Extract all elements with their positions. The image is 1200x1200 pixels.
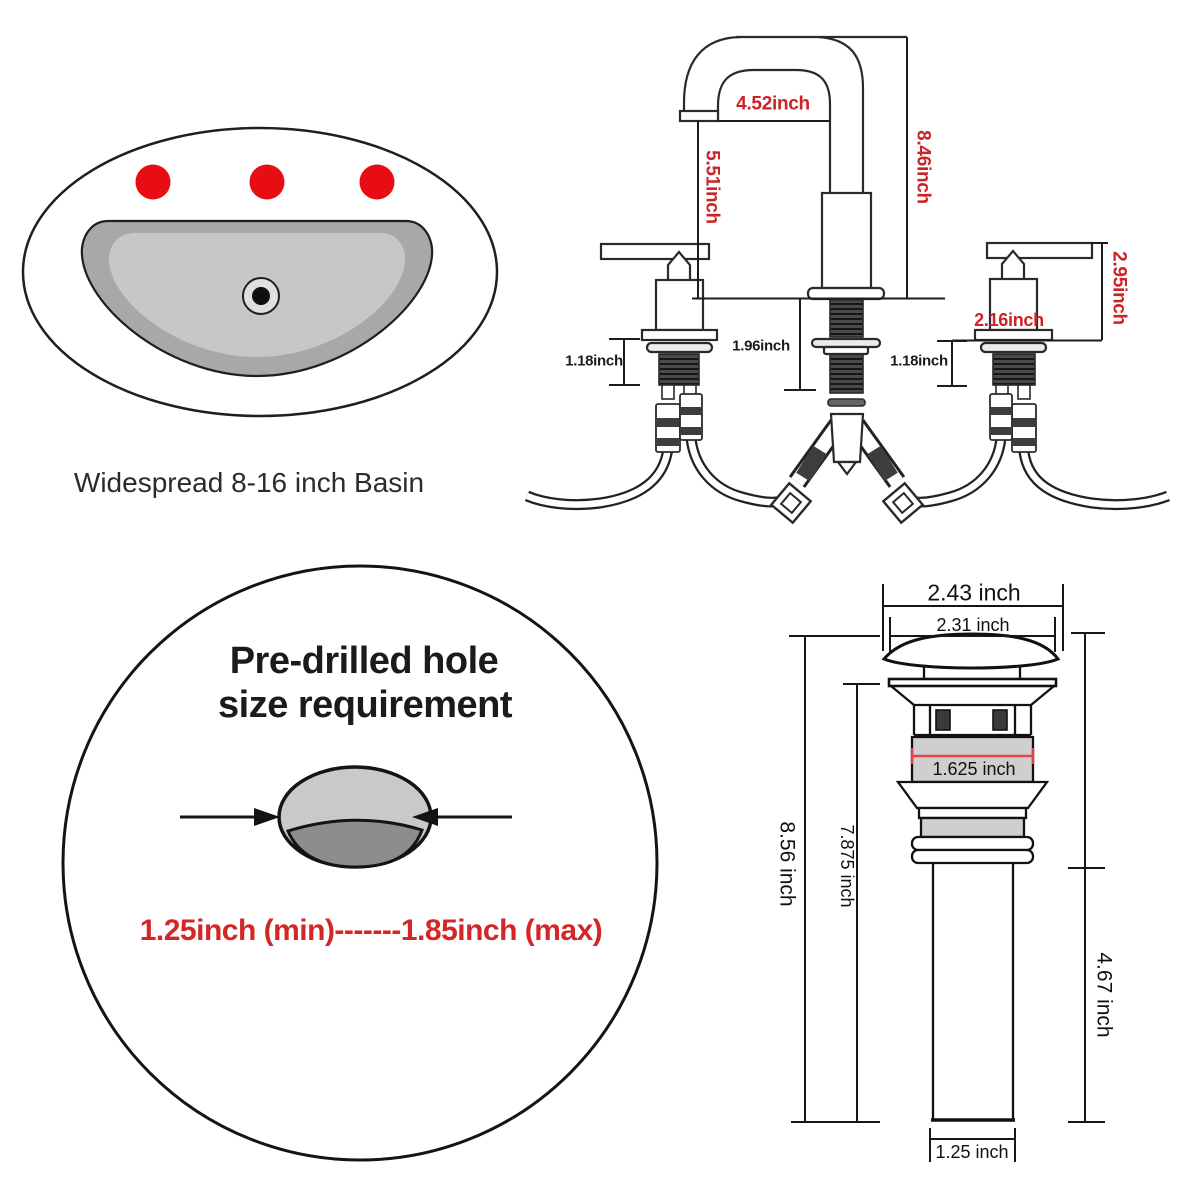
dim-drain-cap-width: 2.43 inch — [927, 579, 1021, 606]
drain-dimension-drawing — [789, 584, 1105, 1162]
dim-right-shank-length: 1.18inch — [890, 352, 948, 370]
dim-left-shank-length: 1.18inch — [565, 352, 623, 370]
basin-top-view — [21, 126, 499, 418]
dim-drain-cap-inner-width: 2.31 inch — [936, 615, 1010, 635]
dim-total-height: 8.46inch — [912, 130, 934, 204]
dim-center-shank-length: 1.96inch — [732, 337, 790, 355]
dim-drain-pipe-width: 1.25 inch — [935, 1142, 1009, 1162]
predrilled-title-line2: size requirement — [218, 684, 513, 726]
dim-drain-tail-height: 4.67 inch — [1092, 952, 1116, 1038]
pre-drilled-hole-panel — [61, 564, 659, 1162]
faucet-dimension-drawing — [524, 35, 1170, 525]
basin-caption: Widespread 8-16 inch Basin — [73, 467, 425, 498]
dim-spout-reach: 4.52inch — [736, 93, 810, 115]
dim-handle-width: 2.16inch — [974, 310, 1044, 330]
dim-drain-total-height: 8.56 inch — [775, 821, 799, 907]
dim-handle-height: 2.95inch — [1108, 251, 1130, 325]
dim-drain-body-width: 1.625 inch — [932, 759, 1016, 779]
predrilled-hole-range: 1.25inch (min)-------1.85inch (max) — [139, 914, 603, 947]
dim-spout-height: 5.51inch — [701, 150, 723, 224]
dim-drain-under-cap-height: 7.875 inch — [837, 824, 857, 908]
predrilled-title-line1: Pre-drilled hole — [229, 640, 499, 682]
